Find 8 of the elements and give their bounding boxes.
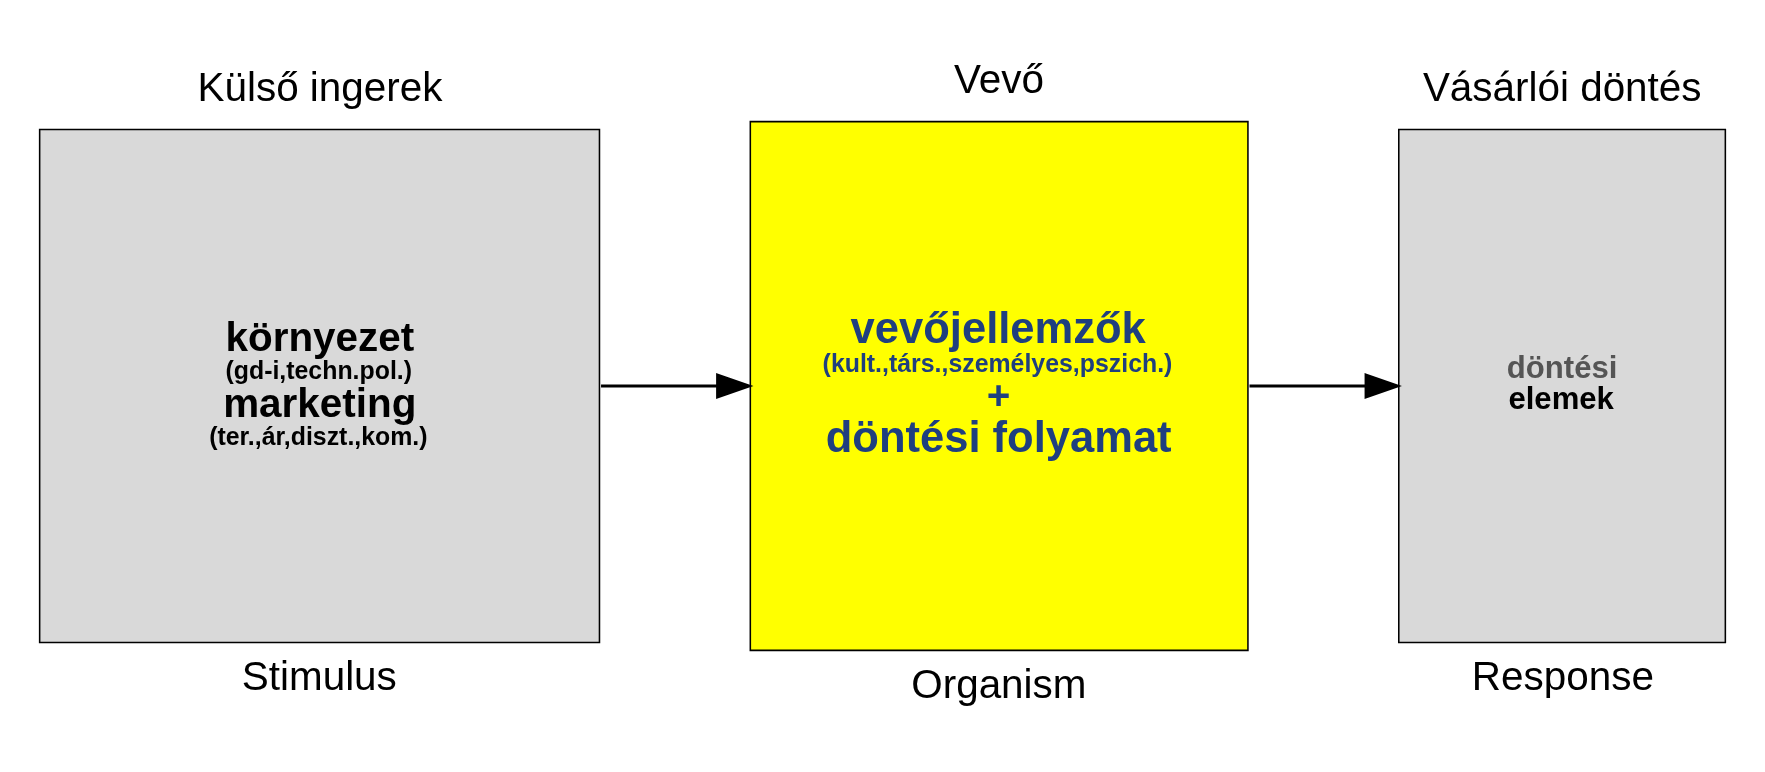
- node-label: Vásárlói döntés: [1422, 64, 1702, 111]
- node-label: Organism: [911, 661, 1087, 708]
- node-label: Vevő: [954, 56, 1044, 103]
- arrow: [601, 372, 754, 400]
- arrow: [1249, 372, 1402, 400]
- node-label: Stimulus: [241, 653, 397, 700]
- node-label: Response: [1471, 653, 1654, 700]
- node-label: Külső ingerek: [197, 64, 443, 111]
